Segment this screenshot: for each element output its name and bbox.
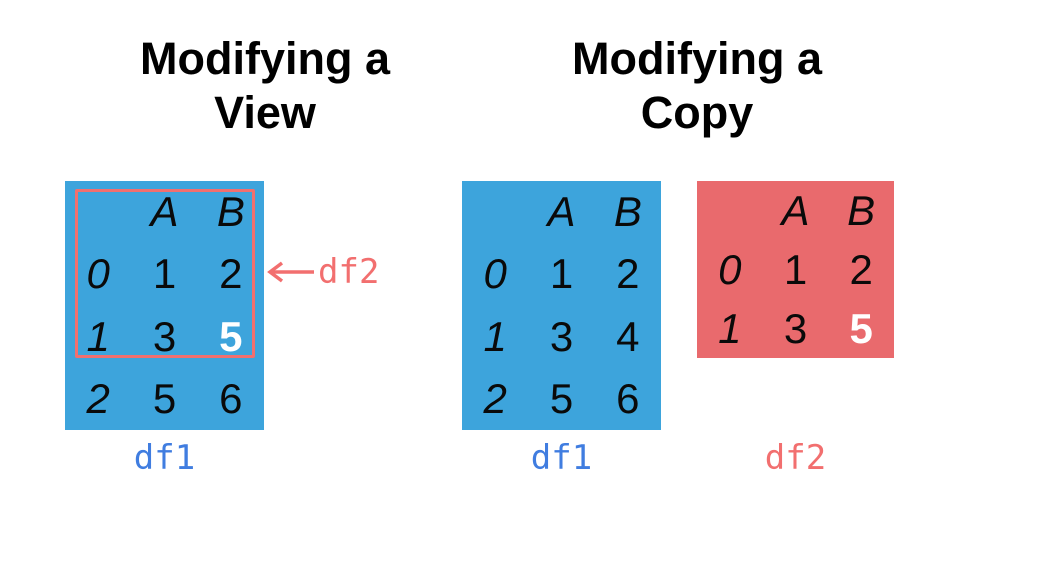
row-index: 2 bbox=[86, 374, 110, 422]
df2-arrow-callout: df2 bbox=[266, 250, 379, 294]
col-header-a: A bbox=[781, 186, 810, 234]
row-index: 0 bbox=[483, 250, 507, 298]
row-index: 0 bbox=[718, 245, 742, 293]
col-header-b: B bbox=[847, 186, 876, 234]
cell-value-highlighted: 5 bbox=[219, 312, 243, 360]
title-line-1: Modifying a bbox=[140, 33, 390, 84]
row-index: 0 bbox=[86, 250, 110, 298]
cell-value: 1 bbox=[549, 250, 574, 298]
df1-copy-table: A B 0 1 2 1 3 4 2 5 6 bbox=[462, 181, 661, 430]
row-index: 2 bbox=[483, 374, 507, 422]
cell-value: 3 bbox=[549, 312, 574, 360]
title-modifying-a-copy: Modifying a Copy bbox=[432, 32, 962, 140]
col-header-a: A bbox=[150, 188, 179, 236]
corner-cell bbox=[697, 181, 763, 240]
left-arrow-icon bbox=[266, 260, 316, 284]
cell-value: 6 bbox=[219, 374, 243, 422]
col-header-b: B bbox=[613, 188, 642, 236]
cell-value: 1 bbox=[783, 245, 808, 293]
cell-value: 3 bbox=[152, 312, 177, 360]
cell-value: 2 bbox=[219, 250, 243, 298]
cell-value: 5 bbox=[152, 374, 177, 422]
row-index: 1 bbox=[86, 312, 110, 360]
cell-value: 4 bbox=[616, 312, 640, 360]
df1-label-view: df1 bbox=[133, 438, 196, 478]
df1-label-copy: df1 bbox=[530, 438, 593, 478]
df2-arrow-label: df2 bbox=[318, 252, 380, 292]
cell-value: 6 bbox=[616, 374, 640, 422]
title-line-2: View bbox=[214, 87, 316, 138]
corner-cell bbox=[462, 181, 528, 243]
cell-value: 1 bbox=[152, 250, 177, 298]
title-line-1: Modifying a bbox=[572, 33, 822, 84]
corner-cell bbox=[65, 181, 131, 243]
col-header-b: B bbox=[216, 188, 245, 236]
df1-view-table: A B 0 1 2 1 3 5 2 5 6 bbox=[65, 181, 264, 430]
cell-value: 2 bbox=[616, 250, 640, 298]
df2-copy-table: A B 0 1 2 1 3 5 bbox=[697, 181, 894, 358]
col-header-a: A bbox=[547, 188, 576, 236]
title-modifying-a-view: Modifying a View bbox=[0, 32, 530, 140]
cell-value: 5 bbox=[549, 374, 574, 422]
row-index: 1 bbox=[483, 312, 507, 360]
df2-label-copy: df2 bbox=[764, 438, 827, 478]
title-line-2: Copy bbox=[640, 87, 754, 138]
cell-value: 2 bbox=[849, 245, 873, 293]
row-index: 1 bbox=[718, 304, 742, 352]
cell-value-highlighted: 5 bbox=[849, 304, 873, 352]
cell-value: 3 bbox=[783, 304, 808, 352]
